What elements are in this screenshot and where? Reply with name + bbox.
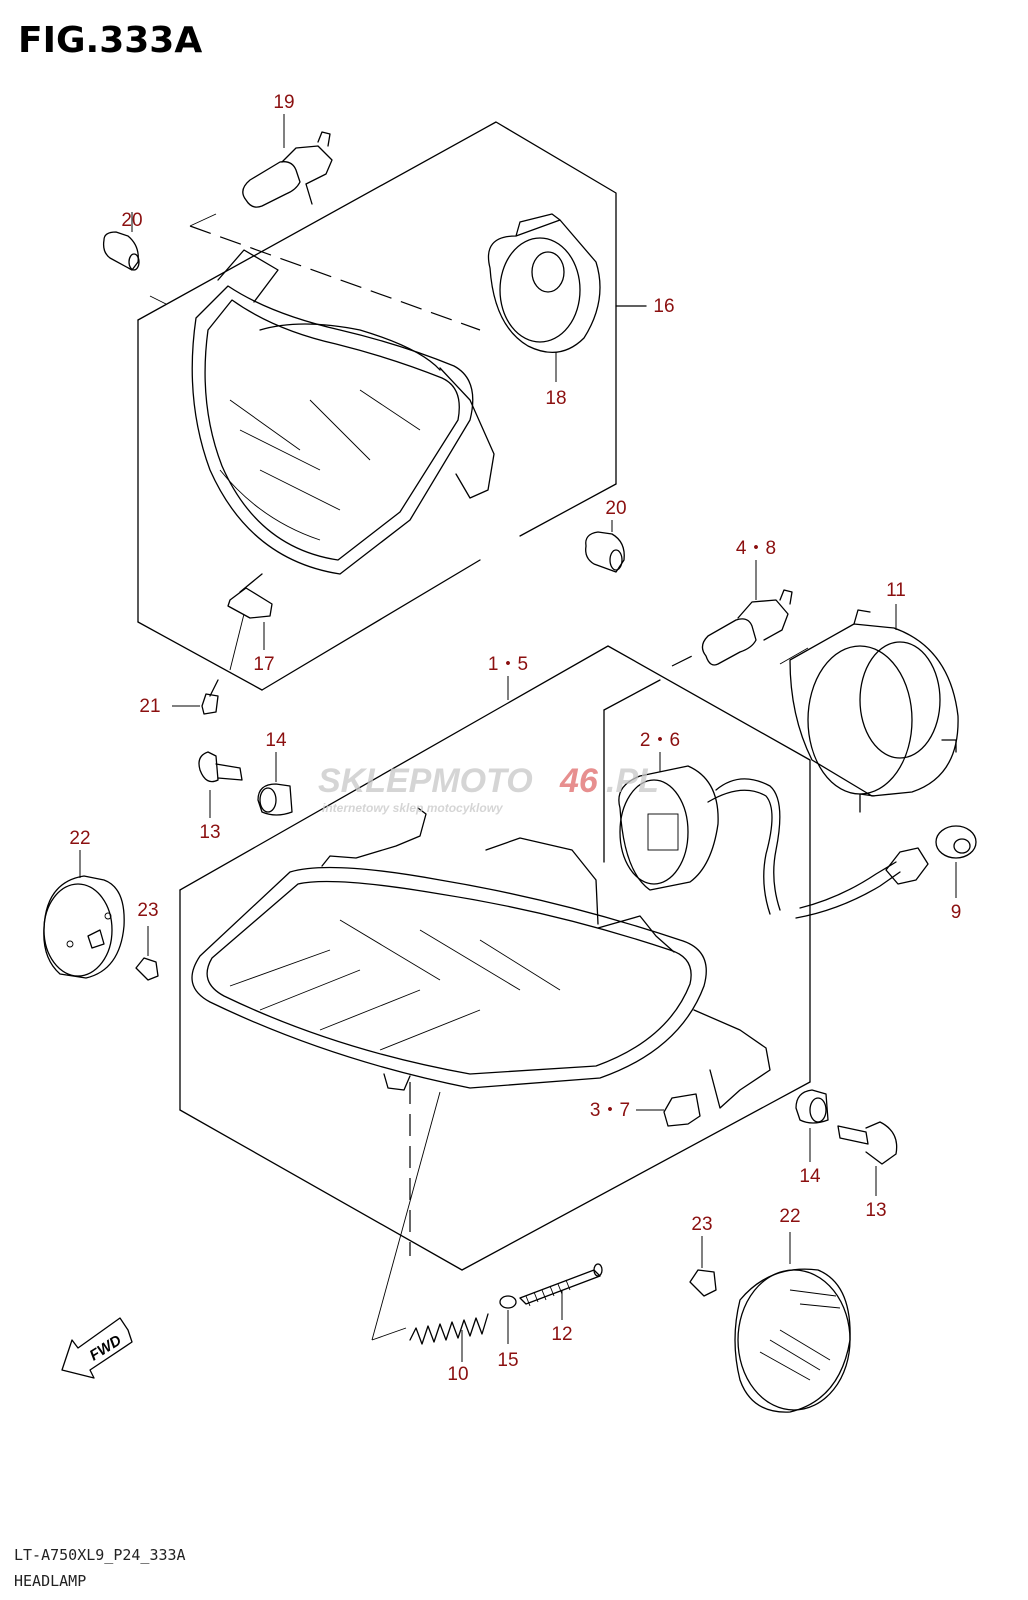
spacer-14-lower xyxy=(795,1089,829,1162)
lower-group-frame xyxy=(179,645,811,1271)
callout-22-upper: 22 xyxy=(69,828,90,849)
screw-13-upper xyxy=(198,751,243,818)
callout-13-lower: 13 xyxy=(865,1200,886,1221)
callout-4-8: 4・8 xyxy=(736,538,776,559)
watermark: SKLEPMOTO 46 .PL internetowy sklep motoc… xyxy=(318,762,659,815)
callout-10: 10 xyxy=(447,1364,468,1385)
clip-17 xyxy=(227,573,273,650)
reflector-22-lower xyxy=(734,1232,851,1413)
callout-13-upper: 13 xyxy=(199,822,220,843)
fwd-arrow-icon: FWD xyxy=(61,1317,133,1379)
headlamp-left-body xyxy=(191,249,495,575)
socket-2-6 xyxy=(618,752,929,919)
ring-11 xyxy=(779,604,959,813)
callout-20-upper: 20 xyxy=(121,210,142,231)
screw-21 xyxy=(172,613,245,715)
nut-23-lower xyxy=(689,1236,717,1297)
callout-2-6: 2・6 xyxy=(640,730,680,751)
clip-3-7 xyxy=(636,1093,701,1127)
callout-23-lower: 23 xyxy=(691,1214,712,1235)
spring-10 xyxy=(371,1091,489,1362)
screw-13-lower xyxy=(837,1121,898,1196)
callout-15: 15 xyxy=(497,1350,518,1371)
nut-23-upper xyxy=(135,926,159,981)
callout-20-lower: 20 xyxy=(605,498,626,519)
collar-20-lower xyxy=(585,520,625,573)
housing-cup-16-18 xyxy=(487,213,601,382)
watermark-brand-c: .PL xyxy=(606,762,659,800)
callout-12: 12 xyxy=(551,1324,572,1345)
spacer-14-upper xyxy=(257,752,293,816)
watermark-tagline: internetowy sklep motocyklowy xyxy=(322,801,504,815)
figure-code: LT-A750XL9_P24_333A xyxy=(14,1546,186,1564)
callout-14-lower: 14 xyxy=(799,1166,821,1187)
callout-19: 19 xyxy=(273,92,294,113)
watermark-brand-a: SKLEPMOTO xyxy=(318,762,533,800)
callout-16: 16 xyxy=(653,296,674,317)
reflector-22-upper xyxy=(43,850,125,979)
bulb-4-8 xyxy=(671,560,793,667)
headlamp-right-body xyxy=(191,807,771,1109)
upper-group-frame xyxy=(137,121,647,691)
callout-18: 18 xyxy=(545,388,566,409)
figure-title: FIG.333A xyxy=(18,20,203,61)
bulb-19 xyxy=(242,114,333,208)
callout-11: 11 xyxy=(886,580,906,601)
grommet-9 xyxy=(935,825,977,898)
callout-14-upper: 14 xyxy=(265,730,287,751)
callout-23-upper: 23 xyxy=(137,900,158,921)
bolt-12 xyxy=(519,1263,603,1320)
callout-17: 17 xyxy=(253,654,274,675)
watermark-brand-b: 46 xyxy=(559,762,599,800)
collar-20-upper xyxy=(102,212,167,305)
callout-3-7: 3・7 xyxy=(590,1100,630,1121)
washer-15 xyxy=(499,1295,517,1344)
callouts: 19 20 16 18 20 17 21 4・8 11 1・5 14 13 2・… xyxy=(69,92,961,1385)
callout-9: 9 xyxy=(951,902,962,923)
callout-1-5: 1・5 xyxy=(488,654,528,675)
callout-22-lower: 22 xyxy=(779,1206,800,1227)
callout-21: 21 xyxy=(139,696,160,717)
figure-name: HEADLAMP xyxy=(14,1572,87,1590)
